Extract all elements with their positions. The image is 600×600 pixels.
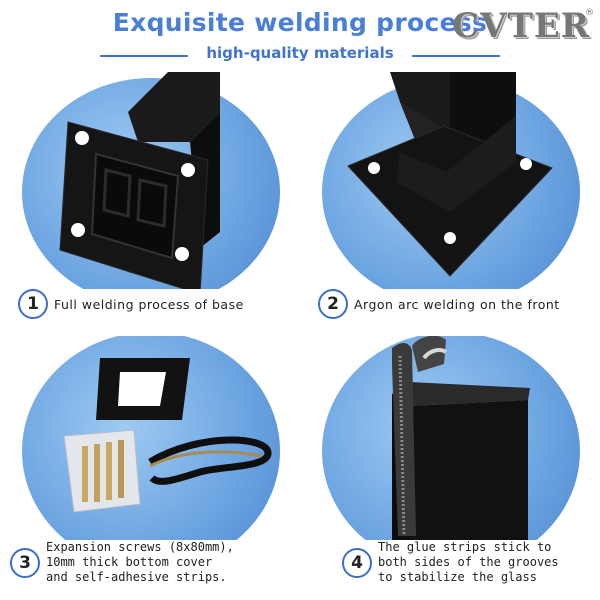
caption-line: to stabilize the glass (378, 570, 537, 584)
subtitle-line-left (100, 55, 188, 57)
page-title: Exquisite welding process (112, 8, 488, 37)
caption-text: Full welding process of base (54, 296, 244, 312)
panel-front-welding: 2 Argon arc welding on the front (300, 72, 600, 336)
caption-text: Argon arc welding on the front (354, 296, 560, 312)
caption-bar (16, 289, 294, 315)
caption-line: both sides of the grooves (378, 555, 559, 569)
caption-bar (316, 289, 594, 315)
caption-line: The glue strips stick to (378, 540, 552, 554)
caption-bar (4, 540, 294, 596)
panel-accessories: 3 Expansion screws (8x80mm), 10mm thick … (0, 336, 300, 600)
caption-4: 4 The glue strips stick to both sides of… (342, 540, 590, 585)
panel-base-welding: 1 Full welding process of base (0, 72, 300, 336)
base-plate-image (59, 72, 220, 295)
step-number-badge: 1 (18, 289, 48, 319)
header: Exquisite welding process high-quality m… (0, 0, 600, 72)
caption-line: and self-adhesive strips. (46, 570, 227, 584)
registered-mark: ® (585, 8, 594, 18)
subtitle-line-right (412, 55, 500, 57)
step-number-badge: 4 (342, 547, 372, 578)
glue-strip-image (392, 336, 530, 546)
subtitle: high-quality materials (206, 44, 394, 62)
step-number-badge: 2 (318, 289, 348, 319)
caption-3: 3 Expansion screws (8x80mm), 10mm thick … (10, 540, 290, 585)
step-number-badge: 3 (10, 547, 40, 578)
caption-2: 2 Argon arc welding on the front (318, 289, 590, 319)
subtitle-row: high-quality materials (0, 44, 600, 66)
caption-text: Expansion screws (8x80mm), 10mm thick bo… (46, 540, 234, 585)
caption-text: The glue strips stick to both sides of t… (378, 540, 559, 585)
caption-line: Expansion screws (8x80mm), (46, 540, 234, 554)
panel-glue-strips: 4 The glue strips stick to both sides of… (300, 336, 600, 600)
brand-logo: CVTER (452, 6, 590, 46)
caption-bar (336, 540, 596, 596)
accessories-image (63, 358, 272, 513)
caption-1: 1 Full welding process of base (18, 289, 290, 319)
caption-line: 10mm thick bottom cover (46, 555, 213, 569)
base-front-image (347, 72, 553, 277)
